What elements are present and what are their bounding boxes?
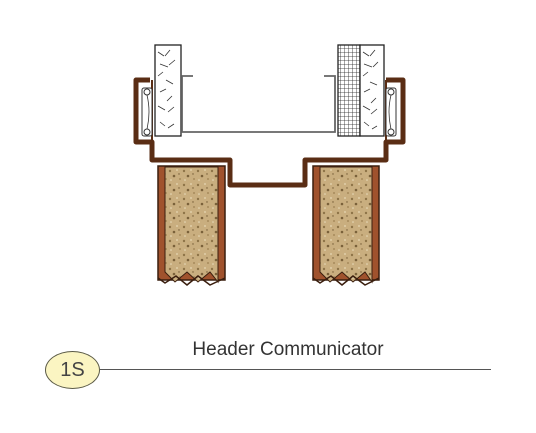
right-drywall-panel <box>359 44 385 137</box>
left-clip <box>141 87 153 137</box>
left-wood-stud <box>157 165 226 286</box>
right-clip <box>385 87 397 137</box>
right-insulation-panel <box>337 44 361 137</box>
caption-rule <box>100 369 491 370</box>
detail-caption: Header Communicator <box>192 339 384 360</box>
detail-badge: 1S <box>45 351 100 389</box>
header-frame <box>133 77 406 188</box>
steel-channel <box>181 75 336 133</box>
left-drywall-panel <box>154 44 182 137</box>
right-wood-stud <box>312 165 380 286</box>
